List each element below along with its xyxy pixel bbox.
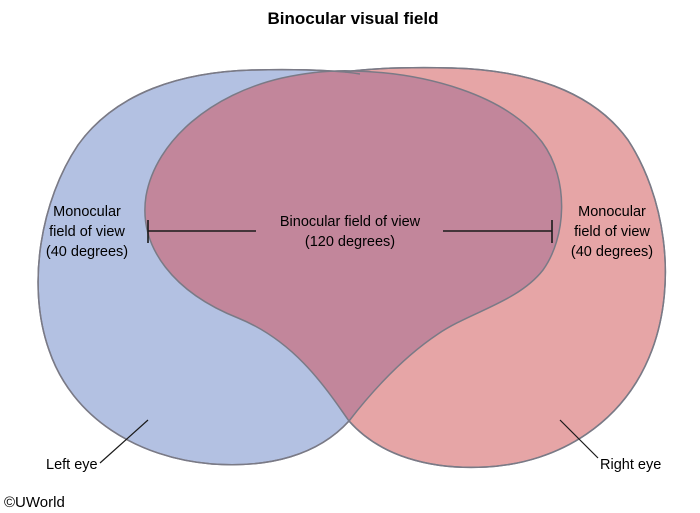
right-monocular-line3: (40 degrees) <box>571 244 653 260</box>
left-eye-outline <box>37 68 361 466</box>
left-monocular-label: Monocular field of view (40 degrees) <box>46 204 128 260</box>
right-eye-outline <box>344 66 667 469</box>
left-monocular-line1: Monocular <box>53 204 121 220</box>
left-monocular-line2: field of view <box>49 224 125 240</box>
left-monocular-line3: (40 degrees) <box>46 244 128 260</box>
right-eye-leader-line <box>559 419 599 459</box>
diagram-title: Binocular visual field <box>268 9 439 28</box>
right-eye-label: Right eye <box>600 457 661 473</box>
left-eye-label: Left eye <box>46 457 98 473</box>
left-eye-leader-line <box>99 419 149 464</box>
binocular-label: Binocular field of view (120 degrees) <box>280 214 421 250</box>
right-monocular-line2: field of view <box>574 224 650 240</box>
copyright-text: ©UWorld <box>4 494 65 511</box>
binocular-line2: (120 degrees) <box>305 234 395 250</box>
right-monocular-line1: Monocular <box>578 204 646 220</box>
right-monocular-label: Monocular field of view (40 degrees) <box>571 204 653 260</box>
binocular-line1: Binocular field of view <box>280 214 421 230</box>
